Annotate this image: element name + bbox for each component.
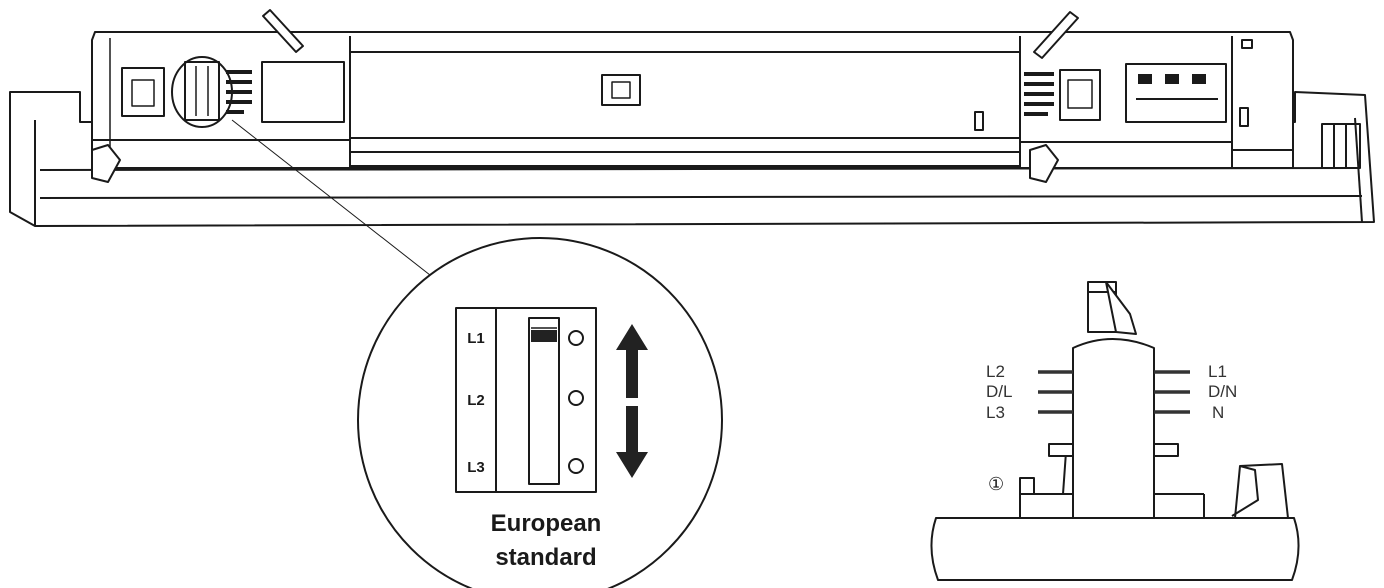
slider-track: [528, 317, 560, 485]
arrow-down-icon: [616, 406, 648, 478]
pin-label-n: N: [1212, 403, 1224, 422]
switch-label-l2: L2: [467, 392, 485, 409]
circled-one-marker: ①: [988, 474, 1004, 494]
caption-standard: standard: [495, 544, 596, 571]
pin-label-l3: L3: [986, 403, 1005, 422]
switch-label-l3: L3: [467, 459, 485, 476]
switch-position-labels: L1 L2 L3: [467, 330, 485, 476]
switch-detail: [357, 237, 723, 588]
slider-knob: [531, 330, 557, 342]
pin-label-dn: D/N: [1208, 382, 1237, 401]
pin-label-l1: L1: [1208, 362, 1227, 381]
connector-base: [930, 517, 1300, 581]
leader-line: [231, 119, 445, 287]
switch-label-l1: L1: [467, 330, 485, 347]
caption-european: European: [491, 510, 602, 537]
connector-detail: [930, 281, 1300, 581]
pin-label-l2: L2: [986, 362, 1005, 381]
position-dot-l1: [568, 330, 584, 346]
detail-callout-ring: [171, 56, 233, 128]
connector-body: [1072, 338, 1155, 519]
luminaire-housing: [9, 9, 1375, 227]
position-dot-l3: [568, 458, 584, 474]
connector-pin-labels: L2 D/L L3 L1 D/N N: [986, 362, 1237, 422]
pin-label-dl: D/L: [986, 382, 1012, 401]
switch-label-panel: [455, 307, 497, 493]
arrow-up-icon: [616, 324, 648, 398]
position-dot-l2: [568, 390, 584, 406]
